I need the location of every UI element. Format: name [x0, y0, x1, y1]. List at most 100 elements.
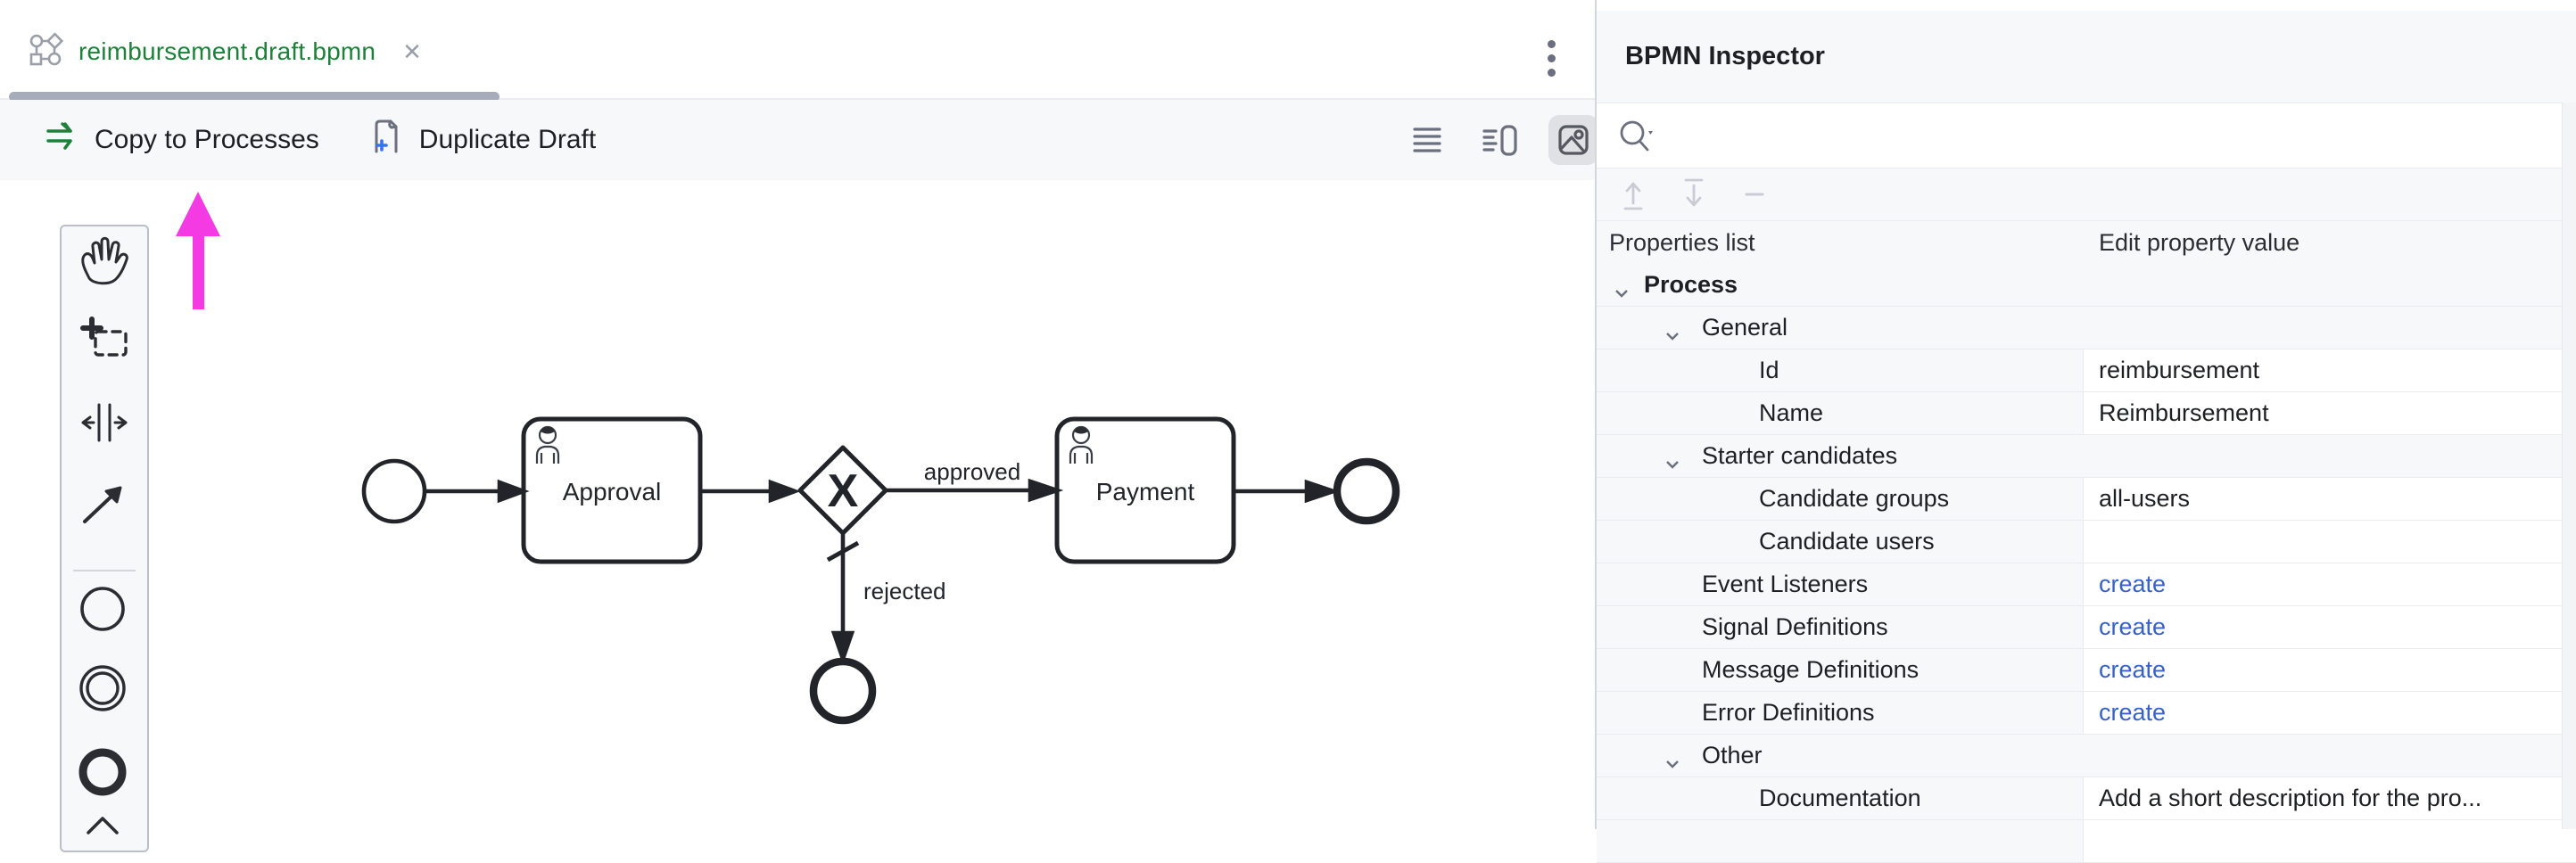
- group-label: Starter candidates: [1702, 442, 1898, 469]
- remove-icon[interactable]: [1739, 177, 1770, 212]
- property-label-cell: Candidate groups: [1597, 478, 2084, 520]
- group-row-other[interactable]: Other: [1597, 735, 2576, 777]
- user-task-icon: [535, 425, 560, 464]
- group-label: Process: [1644, 271, 1738, 298]
- intermediate-event-icon[interactable]: [79, 665, 126, 711]
- create-link[interactable]: create: [2084, 606, 2562, 648]
- property-row-partial: [1597, 820, 2576, 863]
- editor-toolbar: Copy to Processes Duplicate Draft: [0, 100, 1595, 182]
- property-row-id: Id reimbursement: [1597, 349, 2576, 392]
- create-link[interactable]: create: [2084, 692, 2562, 734]
- flow-approved[interactable]: [886, 478, 1064, 503]
- create-link[interactable]: create: [2084, 563, 2562, 605]
- property-label: Message Definitions: [1702, 656, 1920, 683]
- search-input[interactable]: [1670, 108, 2576, 163]
- edge-label-rejected: rejected: [863, 578, 946, 604]
- create-link[interactable]: create: [2084, 649, 2562, 691]
- end-event[interactable]: [1333, 457, 1400, 525]
- group-label: Other: [1702, 742, 1763, 768]
- flow-rejected[interactable]: [826, 533, 860, 666]
- end-event-icon[interactable]: [78, 748, 127, 796]
- property-value-cell[interactable]: reimbursement: [2084, 349, 2562, 391]
- property-row-signal-definitions: Signal Definitions create: [1597, 606, 2576, 649]
- group-row-process[interactable]: Process: [1597, 264, 2576, 307]
- properties-table-header: Properties list Edit property value: [1597, 221, 2576, 265]
- property-label: Documentation: [1759, 785, 1921, 811]
- task-approval-label: Approval: [563, 478, 662, 505]
- search-icon[interactable]: [1614, 116, 1659, 155]
- tab-reimbursement-draft[interactable]: reimbursement.draft.bpmn ✕: [18, 25, 431, 78]
- chevron-down-icon[interactable]: [1664, 322, 1681, 349]
- text-view-icon[interactable]: [1402, 115, 1452, 165]
- move-down-icon[interactable]: [1679, 177, 1709, 212]
- property-label-cell: Candidate users: [1597, 521, 2084, 563]
- property-value-cell[interactable]: Reimbursement: [2084, 392, 2562, 434]
- property-label-cell: Id: [1597, 349, 2084, 391]
- task-payment-label: Payment: [1096, 478, 1195, 505]
- user-task-icon: [1069, 425, 1094, 464]
- property-label-cell: [1597, 820, 2084, 862]
- column-edit-property-value: Edit property value: [2099, 229, 2300, 256]
- duplicate-draft-icon: [366, 116, 407, 164]
- property-row-documentation: Documentation Add a short description for…: [1597, 777, 2576, 820]
- property-value-cell[interactable]: [2084, 521, 2562, 563]
- property-label-cell: Event Listeners: [1597, 563, 2084, 605]
- property-value-cell[interactable]: Add a short description for the pro...: [2084, 777, 2562, 819]
- property-row-message-definitions: Message Definitions create: [1597, 649, 2576, 692]
- connect-tool-icon[interactable]: [83, 486, 122, 523]
- end-event-rejected[interactable]: [809, 657, 877, 725]
- tab-title: reimbursement.draft.bpmn: [78, 37, 376, 65]
- panel-divider[interactable]: [1595, 0, 1597, 829]
- flow-approval-to-gateway[interactable]: [700, 479, 801, 504]
- property-label-cell: Documentation: [1597, 777, 2084, 819]
- property-value-cell[interactable]: [2084, 820, 2562, 862]
- canvas-view-icon[interactable]: [1548, 115, 1598, 165]
- property-label: Error Definitions: [1702, 699, 1875, 726]
- space-tool-icon[interactable]: [81, 403, 128, 442]
- start-event[interactable]: [361, 458, 427, 524]
- copy-to-processes-button[interactable]: Copy to Processes: [43, 117, 319, 163]
- property-value-cell[interactable]: all-users: [2084, 478, 2562, 520]
- tool-palette: [60, 225, 149, 852]
- property-row-candidate-users: Candidate users: [1597, 521, 2576, 563]
- property-label: Candidate users: [1759, 528, 1935, 555]
- tab-bar: reimbursement.draft.bpmn ✕: [0, 0, 1595, 100]
- bpmn-inspector-panel: BPMN Inspector Prope: [1597, 0, 2576, 863]
- flow-payment-to-end[interactable]: [1234, 479, 1341, 504]
- hand-tool-icon[interactable]: [81, 236, 128, 285]
- property-label: Id: [1759, 357, 1779, 383]
- editor-pane: reimbursement.draft.bpmn ✕ Copy to Proce…: [0, 0, 1598, 852]
- bpmn-diagram: Approval Payment X approved rejected: [176, 192, 1400, 725]
- property-label-cell: Error Definitions: [1597, 692, 2084, 734]
- property-label: Signal Definitions: [1702, 613, 1888, 640]
- start-event-icon[interactable]: [80, 587, 125, 631]
- split-view-icon[interactable]: [1475, 115, 1525, 165]
- diagram-canvas[interactable]: [0, 180, 1595, 829]
- more-options-icon[interactable]: [1536, 36, 1566, 80]
- chevron-down-icon[interactable]: [1664, 750, 1681, 777]
- flow-start-to-approval[interactable]: [426, 479, 530, 504]
- group-row-starter-candidates[interactable]: Starter candidates: [1597, 435, 2576, 478]
- annotation-arrow: [176, 192, 220, 309]
- property-row-error-definitions: Error Definitions create: [1597, 692, 2576, 735]
- bpmn-diagram-icon: [27, 31, 64, 73]
- duplicate-draft-button[interactable]: Duplicate Draft: [366, 116, 596, 164]
- copy-to-processes-icon: [43, 117, 82, 163]
- close-icon[interactable]: ✕: [402, 37, 422, 65]
- scrollbar-gutter[interactable]: [2562, 103, 2576, 829]
- inspector-header: BPMN Inspector: [1597, 11, 2576, 103]
- copy-to-processes-label: Copy to Processes: [95, 125, 319, 154]
- move-up-icon[interactable]: [1618, 177, 1648, 212]
- group-label: General: [1702, 314, 1788, 341]
- chevron-down-icon[interactable]: [1613, 279, 1631, 307]
- property-label: Event Listeners: [1702, 571, 1869, 597]
- group-row-general[interactable]: General: [1597, 307, 2576, 349]
- chevron-down-icon[interactable]: [1664, 450, 1681, 478]
- duplicate-draft-label: Duplicate Draft: [418, 125, 597, 154]
- active-tab-underline: [9, 92, 500, 102]
- lasso-tool-icon[interactable]: [80, 316, 128, 357]
- inspector-actions: [1597, 168, 2576, 221]
